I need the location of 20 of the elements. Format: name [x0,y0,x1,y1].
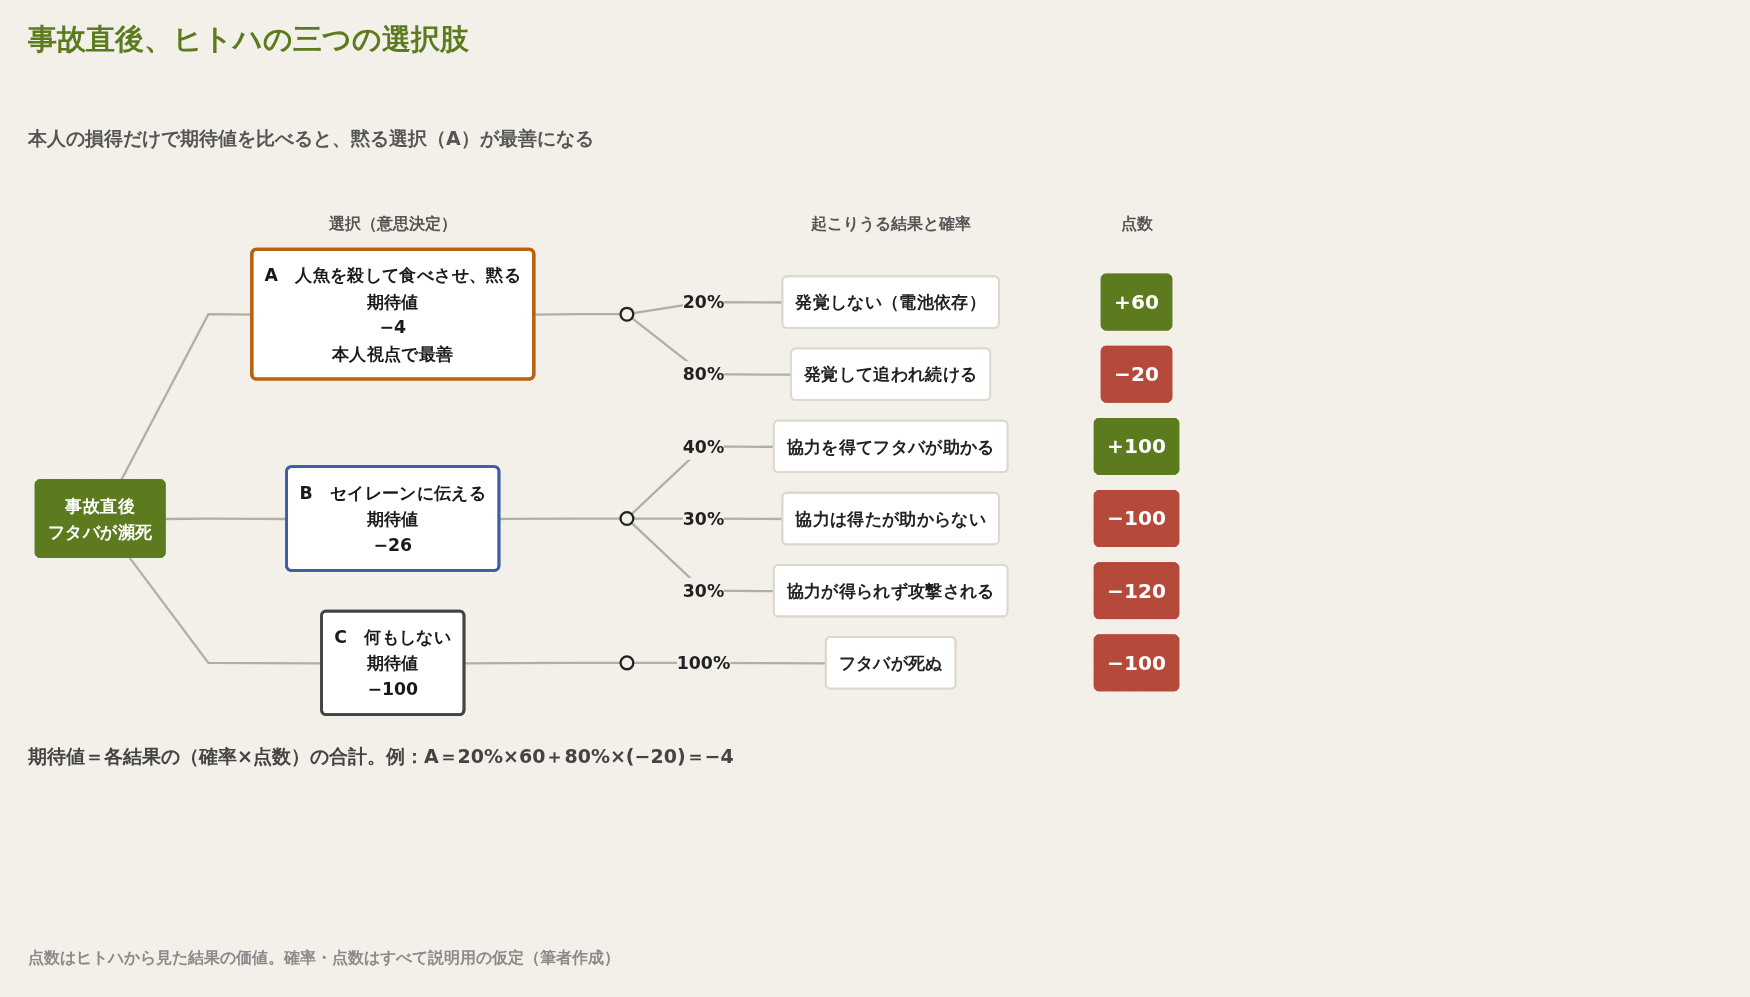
title: 事故直後、ヒトハの三つの選択肢 [28,21,469,58]
column-header: 起こりうる結果と確率 [810,214,971,235]
edge-label: 100% [676,652,731,673]
edge-label: 80% [682,363,725,385]
edge-label: 20% [682,291,725,312]
node-circle [619,511,635,527]
connector [534,313,621,316]
column-header: 選択（意思決定） [328,214,457,235]
connector [499,517,621,521]
edge-label: 40% [682,436,725,457]
node-circle [619,655,635,671]
edge-label: 30% [682,508,725,529]
formula-note: 期待値＝各結果の（確率×点数）の合計。例：A＝20%×60＋80%×(−20)＝−4 [28,744,734,769]
node-circle [619,306,635,322]
subtitle: 本人の損得だけで期待値を比べると、黙る選択（A）が最善になる [28,126,594,151]
connector [128,557,322,665]
edge-label: 30% [682,580,725,601]
caption: 点数はヒトハから見た結果の価値。確率・点数はすべて説明用の仮定（筆者作成） [28,948,620,969]
column-header: 点数 [1120,214,1153,235]
connector [464,661,621,665]
